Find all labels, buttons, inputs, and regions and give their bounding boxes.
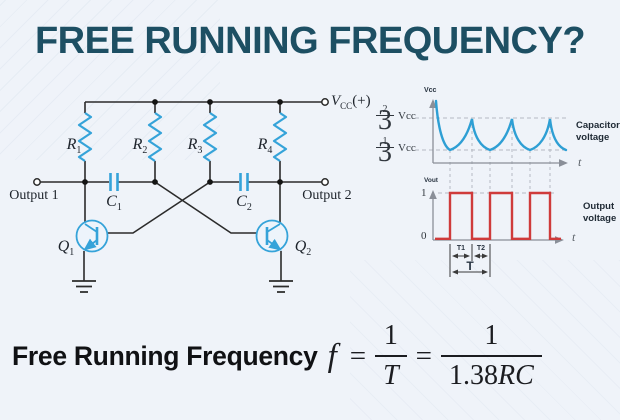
label-sub: 3 <box>197 145 203 157</box>
label-text: Q <box>294 238 307 255</box>
resistor-r3 <box>202 112 218 162</box>
ground-q2 <box>269 280 293 293</box>
resistor-symbols <box>77 112 288 162</box>
label-sub: 1 <box>76 145 82 157</box>
fraction-num: 2 <box>382 104 388 115</box>
label-text: R <box>66 136 77 153</box>
fraction-den: 3 <box>376 137 394 168</box>
period-annotation <box>449 244 491 277</box>
interval-t1-label: T1 <box>456 245 466 252</box>
resistor-r2 <box>147 112 163 162</box>
label-sub: 4 <box>267 145 273 157</box>
den-variables: RC <box>498 360 534 391</box>
label-text: Q <box>57 238 70 255</box>
formula-math: f = 1 T = 1 1.38RC <box>318 322 542 390</box>
resistor-label-r4: R4 <box>251 136 279 156</box>
capacitor-c2 <box>239 173 249 191</box>
output1-terminal <box>33 178 41 186</box>
vcc-base: V <box>331 93 341 109</box>
out-chart-time-label: t <box>572 230 576 244</box>
interval-t2-label: T2 <box>476 245 486 252</box>
capacitor-voltage-curve <box>434 99 568 152</box>
resistor-r4 <box>272 112 288 162</box>
fraction-unit: Vcc <box>398 109 416 122</box>
cap-chart-time-label: t <box>578 155 582 169</box>
fraction-den: 3 <box>376 105 394 136</box>
label-sub: 1 <box>69 247 75 259</box>
label-sub: 2 <box>246 202 252 214</box>
label-line2: voltage <box>576 131 610 143</box>
resistor-r1 <box>77 112 93 162</box>
transistor-q1 <box>75 219 109 253</box>
transistor-q2 <box>255 219 289 253</box>
output2-label: Output 2 <box>302 188 352 203</box>
transistor-label-q1: Q1 <box>52 238 80 258</box>
capacitor-voltage-label: Capacitor voltage <box>576 120 620 143</box>
ground-symbols <box>72 280 293 293</box>
vcc-sub: CC <box>340 101 353 111</box>
label-sub: 1 <box>116 202 122 214</box>
label-text: R <box>187 136 198 153</box>
output2-terminal <box>321 178 329 186</box>
page-title: FREE RUNNING FREQUENCY? <box>34 20 586 62</box>
fraction-one-over-T: 1 T <box>375 322 407 390</box>
equals-sign: = <box>415 339 433 372</box>
resistor-label-r2: R2 <box>126 136 154 156</box>
fraction-one-over-138RC: 1 1.38RC <box>441 322 542 390</box>
out-chart-yaxis-label: Vout <box>424 177 438 184</box>
output-voltage-label: Output voltage <box>583 201 616 224</box>
frequency-symbol: f <box>327 337 337 374</box>
transistor-label-q2: Q2 <box>289 238 317 258</box>
out-chart-axes <box>429 190 564 244</box>
cap-chart-yaxis-label: Vcc <box>424 87 437 94</box>
label-sub: 2 <box>142 145 148 157</box>
output1-label: Output 1 <box>9 188 59 203</box>
capacitor-symbols <box>109 173 249 191</box>
label-line1: Output <box>583 201 615 212</box>
fraction-den: 1.38RC <box>441 355 542 390</box>
den-coefficient: 1.38 <box>449 360 499 391</box>
resistor-label-r3: R3 <box>181 136 209 156</box>
label-text: C <box>106 193 117 210</box>
capacitor-label-c1: C1 <box>100 193 128 213</box>
label-line2: voltage <box>583 212 617 224</box>
cap-chart-axes <box>429 99 568 167</box>
fraction-num: 1 <box>484 320 499 351</box>
fraction-den: T <box>375 355 407 390</box>
equals-sign: = <box>349 339 367 372</box>
output-voltage-square-wave <box>435 191 561 240</box>
vcc-terminal <box>321 98 329 106</box>
period-t-label: T <box>466 259 474 273</box>
fraction-unit: Vcc <box>398 141 416 154</box>
terminals <box>33 98 329 186</box>
formula-lead-text: Free Running Frequency <box>12 340 318 371</box>
vcc-suffix: (+) <box>352 93 371 109</box>
formula-row: Free Running Frequency f = 1 T = 1 1.38R… <box>12 318 612 394</box>
label-text: R <box>257 136 268 153</box>
resistor-label-r1: R1 <box>60 136 88 156</box>
ground-q1 <box>72 280 96 293</box>
fraction-num: 1 <box>382 136 388 147</box>
label-text: R <box>132 136 143 153</box>
label-line1: Capacitor <box>576 120 620 131</box>
capacitor-c1 <box>109 173 119 191</box>
level-one-label: 1 <box>421 187 427 199</box>
junction-dots <box>82 99 283 185</box>
label-sub: 2 <box>306 247 312 259</box>
vcc-supply-label: VCC(+) <box>331 93 371 111</box>
level-zero-label: 0 <box>421 230 427 242</box>
fraction-num: 1 <box>383 320 398 351</box>
capacitor-label-c2: C2 <box>230 193 258 213</box>
label-text: C <box>236 193 247 210</box>
